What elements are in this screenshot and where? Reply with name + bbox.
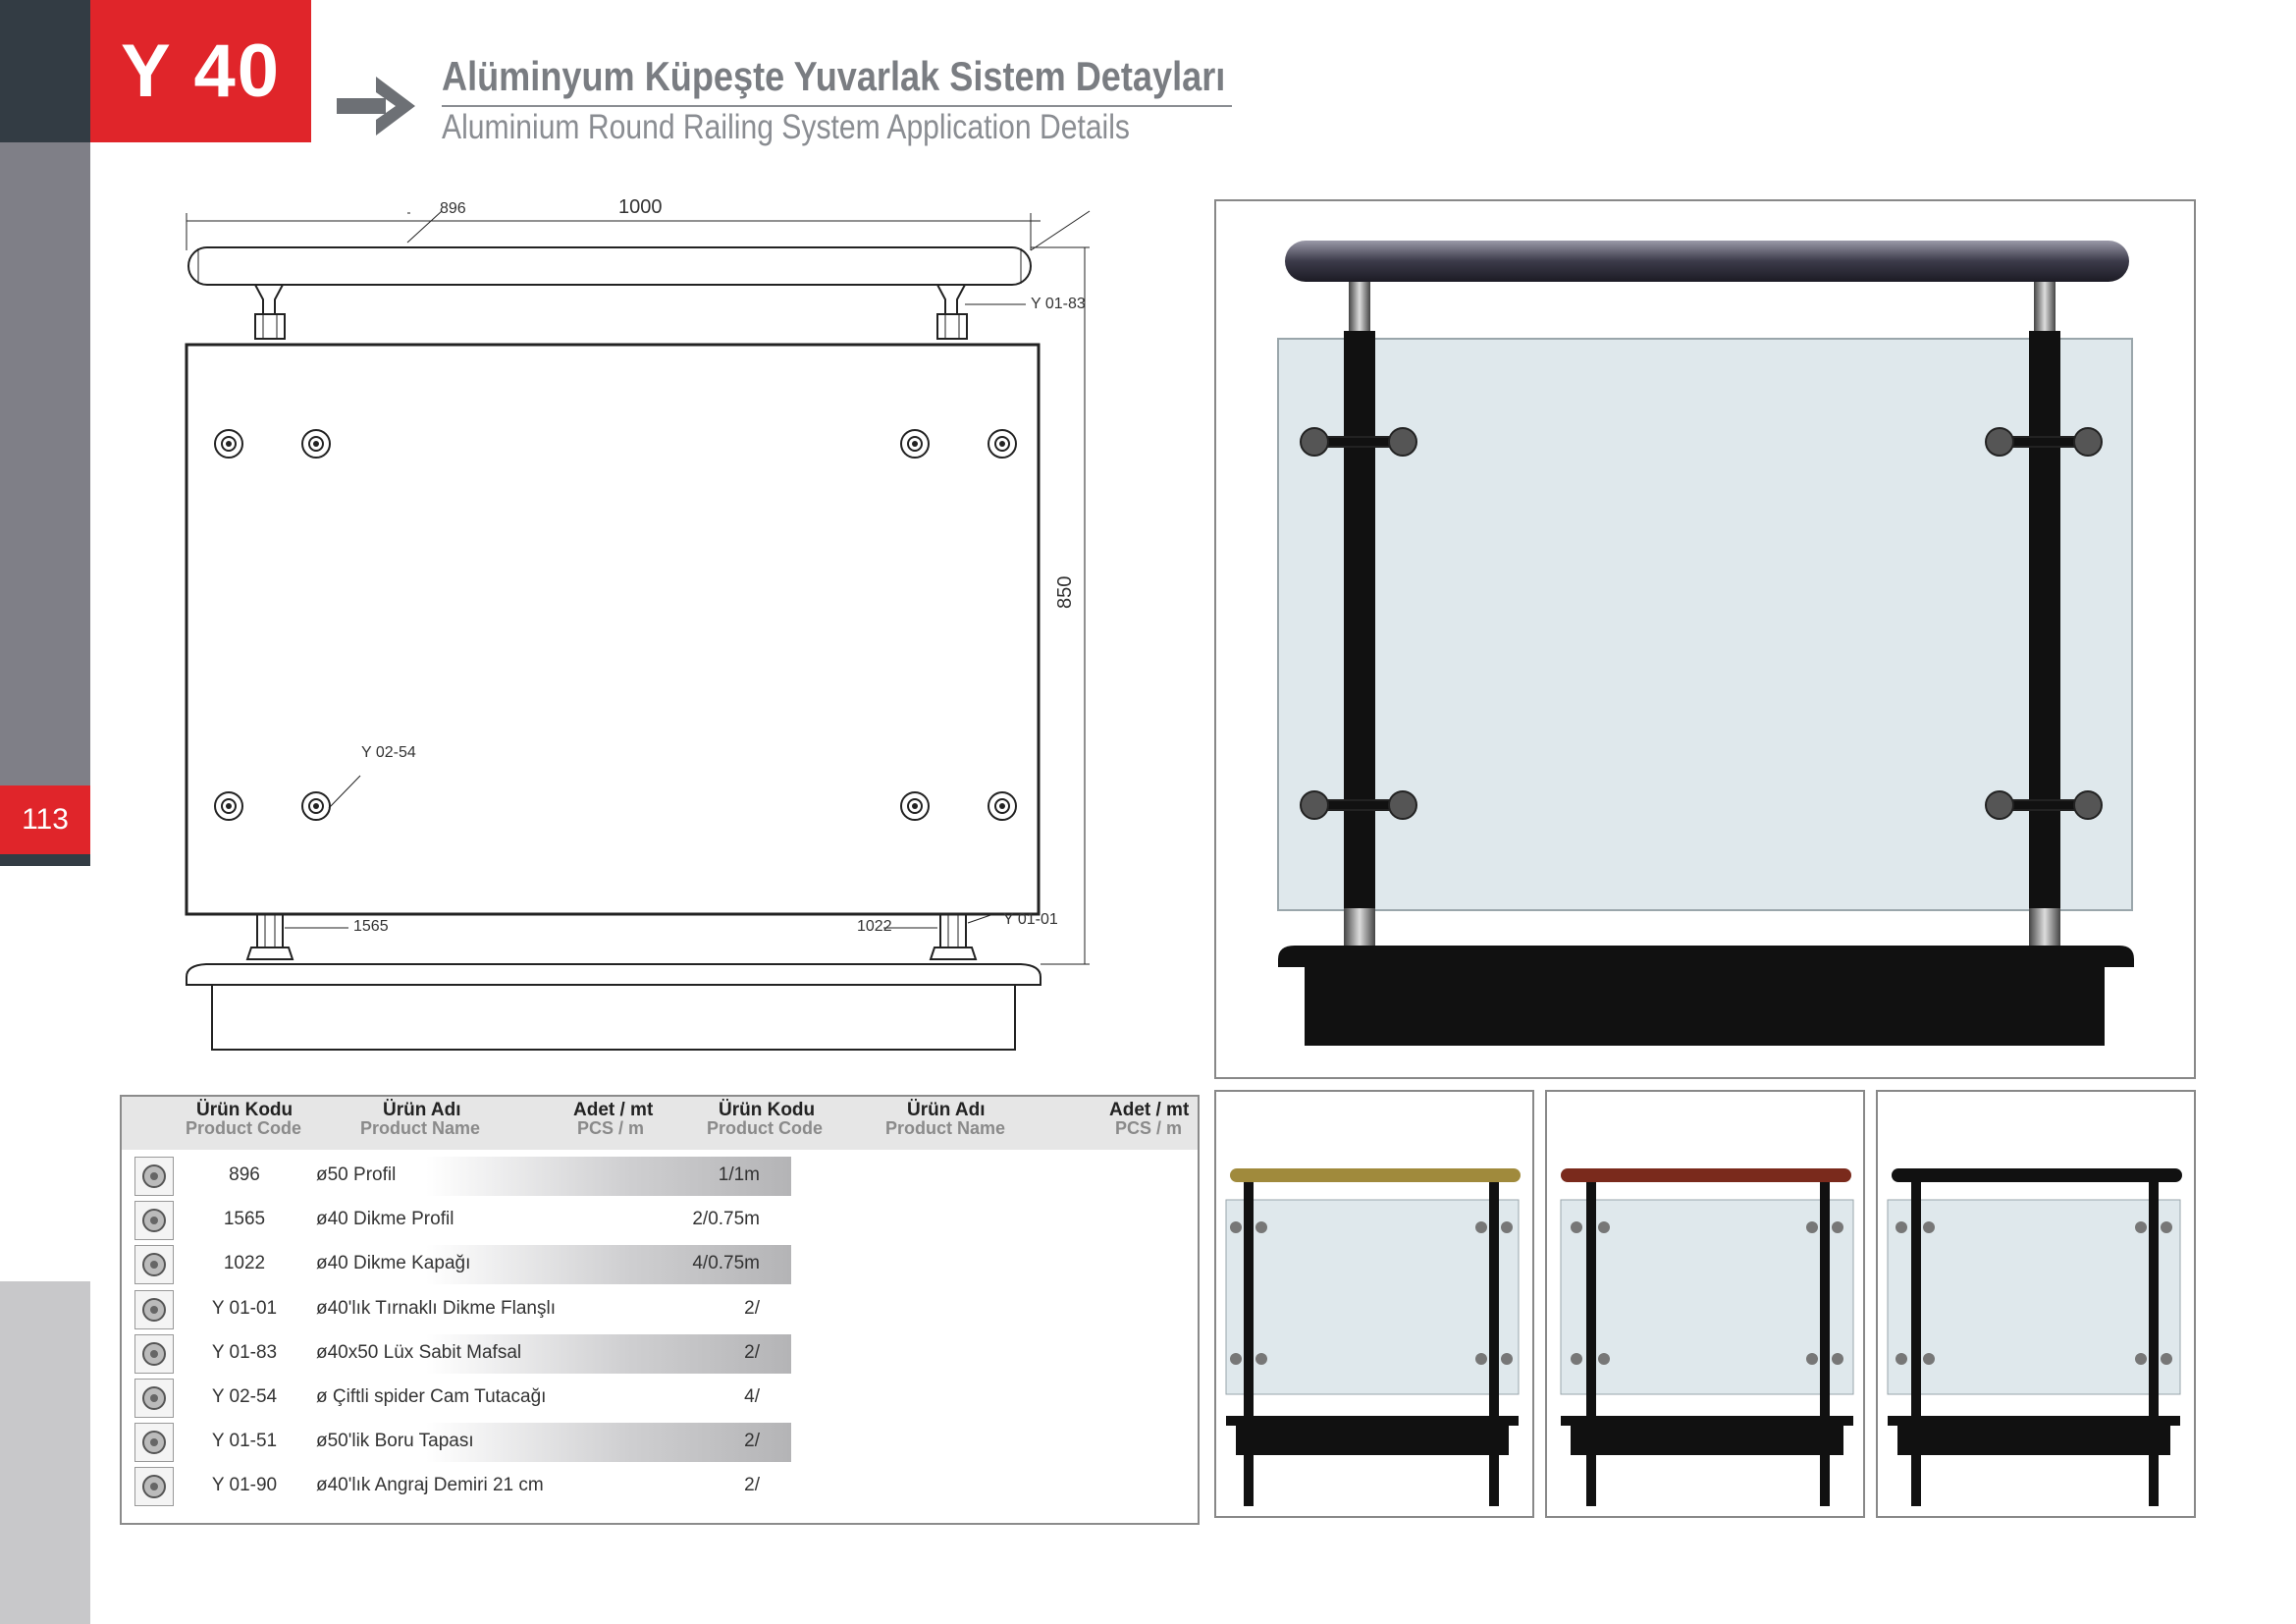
flange-icon xyxy=(134,1289,174,1329)
table-row: 1022 ø40 Dikme Kapağı 4/0.75m xyxy=(122,1245,791,1285)
post-cover-icon xyxy=(134,1245,174,1285)
label-1022: 1022 xyxy=(857,918,892,935)
table-row: Y 01-51 ø50'lik Boru Tapası 2/ xyxy=(122,1423,791,1463)
fixed-joint-icon xyxy=(134,1333,174,1374)
row-product-code: Y 01-83 xyxy=(211,1341,278,1363)
row-product-code: 1022 xyxy=(223,1253,266,1274)
table-row: Y 02-54 ø Çiftli spider Cam Tutacağı 4/ xyxy=(122,1379,760,1418)
label-y0101: Y 01-01 xyxy=(1003,911,1058,928)
railing-render-large xyxy=(1214,199,2196,1079)
header-code-en-1: Product Code xyxy=(186,1118,302,1138)
technical-drawing xyxy=(185,210,1091,1051)
product-table xyxy=(120,1095,1200,1525)
label-1565: 1565 xyxy=(353,918,389,935)
row-quantity: 2/ xyxy=(744,1431,760,1452)
row-highlight xyxy=(426,1157,791,1196)
row-product-code: Y 02-54 xyxy=(211,1386,278,1407)
row-product-name: ø50'lik Boru Tapası xyxy=(316,1431,474,1452)
row-quantity: 4/ xyxy=(744,1386,760,1407)
dimension-height: 850 xyxy=(1054,575,1076,609)
row-product-name: ø40'lık Angraj Demiri 21 cm xyxy=(316,1475,544,1496)
header-qty-tr-2: Adet / mt xyxy=(1109,1100,1190,1120)
anchor-rod-icon xyxy=(134,1467,174,1507)
row-product-code: Y 01-51 xyxy=(211,1431,278,1452)
label-y0254: Y 02-54 xyxy=(361,744,416,761)
sidebar-middle-block xyxy=(0,142,90,785)
row-product-name: ø40 Dikme Profil xyxy=(316,1209,454,1230)
header-qty-en-2: PCS / m xyxy=(1115,1118,1183,1138)
row-quantity: 2/0.75m xyxy=(692,1209,760,1230)
row-quantity: 2/ xyxy=(744,1341,760,1363)
table-row: 1565 ø40 Dikme Profil 2/0.75m xyxy=(122,1201,760,1241)
arrow-right-icon xyxy=(337,77,415,135)
header-name-en-2: Product Name xyxy=(885,1118,1006,1138)
row-product-name: ø50 Profil xyxy=(316,1164,397,1185)
row-product-name: ø Çiftli spider Cam Tutacağı xyxy=(316,1386,547,1407)
header-qty-en-1: PCS / m xyxy=(577,1118,645,1138)
spider-glass-holder-icon xyxy=(134,1379,174,1418)
header-code-tr-2: Ürün Kodu xyxy=(719,1100,816,1120)
row-product-code: 896 xyxy=(229,1164,260,1185)
page-number: 113 xyxy=(0,785,90,854)
railing-variant-gold-image xyxy=(1225,1168,1521,1506)
product-code-badge: Y 40 xyxy=(90,0,311,142)
row-product-code: Y 01-01 xyxy=(211,1297,278,1319)
header-name-en-1: Product Name xyxy=(360,1118,481,1138)
railing-render-image xyxy=(1277,241,2134,1046)
row-product-name: ø40 Dikme Kapağı xyxy=(316,1253,471,1274)
row-quantity: 2/ xyxy=(744,1297,760,1319)
railing-variant-black xyxy=(1876,1090,2196,1518)
round-profile-icon xyxy=(134,1157,174,1196)
row-highlight xyxy=(426,1245,791,1285)
pipe-plug-icon xyxy=(134,1423,174,1463)
railing-variant-gold xyxy=(1214,1090,1534,1518)
table-row: Y 01-01 ø40'lık Tırnaklı Dikme Flanşlı 2/ xyxy=(122,1289,760,1329)
header-code-en-2: Product Code xyxy=(707,1118,824,1138)
row-quantity: 2/ xyxy=(744,1475,760,1496)
label-896: 896 xyxy=(440,200,466,217)
page-title: Alüminyum Küpeşte Yuvarlak Sistem Detayl… xyxy=(442,53,1226,99)
row-quantity: 1/1m xyxy=(718,1164,760,1185)
railing-variant-black-image xyxy=(1887,1168,2182,1506)
product-table-header xyxy=(122,1097,1198,1150)
page-subtitle: Aluminium Round Railing System Applicati… xyxy=(442,108,1130,146)
row-product-code: 1565 xyxy=(223,1209,266,1230)
row-highlight xyxy=(426,1423,791,1463)
railing-variant-wood-image xyxy=(1560,1168,1854,1506)
row-highlight xyxy=(426,1333,791,1374)
header-qty-tr-1: Adet / mt xyxy=(573,1100,654,1120)
sidebar-top-block xyxy=(0,0,90,142)
label-y0183: Y 01-83 xyxy=(1031,296,1086,312)
sidebar-accent xyxy=(0,854,90,866)
title-divider xyxy=(442,105,1232,107)
post-profile-icon xyxy=(134,1201,174,1241)
header-name-tr-1: Ürün Adı xyxy=(383,1100,461,1120)
header-name-tr-2: Ürün Adı xyxy=(907,1100,986,1120)
sidebar-bottom-block xyxy=(0,1281,90,1624)
header-code-tr-1: Ürün Kodu xyxy=(196,1100,294,1120)
row-quantity: 4/0.75m xyxy=(692,1253,760,1274)
railing-variant-wood xyxy=(1545,1090,1865,1518)
table-row: Y 01-90 ø40'lık Angraj Demiri 21 cm 2/ xyxy=(122,1467,760,1507)
row-product-code: Y 01-90 xyxy=(211,1475,278,1496)
row-product-name: ø40x50 Lüx Sabit Mafsal xyxy=(316,1341,522,1363)
table-row: Y 01-83 ø40x50 Lüx Sabit Mafsal 2/ xyxy=(122,1333,791,1374)
table-row: 896 ø50 Profil 1/1m xyxy=(122,1157,791,1196)
row-product-name: ø40'lık Tırnaklı Dikme Flanşlı xyxy=(316,1297,557,1319)
dimension-width: 1000 xyxy=(618,196,663,218)
